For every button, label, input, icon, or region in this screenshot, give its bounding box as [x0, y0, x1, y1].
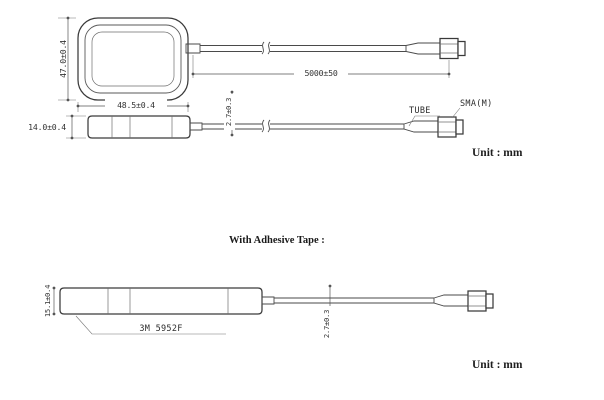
- dim-tick-right: [186, 104, 190, 108]
- cable-break-symbol: [262, 42, 270, 54]
- side-cable-break-symbol: [262, 120, 270, 132]
- cable-strain-relief: [186, 44, 200, 53]
- thk-tick-top: [70, 114, 74, 118]
- sma-collar: [457, 40, 466, 57]
- dim-thickness-adhesive-label: 15.1±0.4: [43, 285, 52, 317]
- adh-dia-label-bg: [322, 306, 333, 342]
- adh-sma-collar: [485, 293, 494, 309]
- unit-note-standard: Unit : mm: [472, 147, 523, 159]
- dim-thickness-label: 14.0±0.4: [28, 122, 66, 132]
- adh-cable-strain-relief: [262, 297, 274, 304]
- antenna-inner-outline: [84, 24, 182, 94]
- antenna-side-profile: [87, 115, 191, 139]
- adh-dia-tick-top: [328, 284, 332, 288]
- callout-tube: TUBE: [408, 106, 440, 127]
- top-view-cable-assembly: 5000±50: [186, 37, 466, 78]
- dim-height-label: 47.0±0.4: [58, 40, 68, 78]
- callout-adhesive-label: 3M 5952F: [139, 324, 182, 334]
- side-sma-male-connector: [437, 116, 464, 138]
- unit-note-adhesive: Unit : mm: [472, 359, 523, 371]
- len-tick-right: [447, 72, 451, 76]
- dim-width-label: 48.5±0.4: [117, 100, 155, 110]
- dim-tick-top: [66, 16, 70, 20]
- dia-label-bg: [224, 94, 235, 130]
- dia-tick-top: [230, 90, 234, 94]
- antenna-inner-face: [91, 31, 175, 87]
- side-sma-hex-body: [437, 116, 457, 138]
- callout-adhesive-tape: 3M 5952F: [75, 315, 226, 335]
- sma-male-connector: [439, 37, 466, 60]
- callout-sma-label: SMA(M): [460, 99, 493, 109]
- len-label-bg: [294, 66, 348, 78]
- adhesive-section-title: With Adhesive Tape :: [229, 235, 325, 246]
- side-view-cable-assembly: 2.7±0.3 TUBE SMA(M): [190, 90, 493, 138]
- dim-cable-diameter-label: 2.7±0.3: [224, 98, 233, 126]
- adhesive-cable-assembly: 2.7±0.3: [262, 284, 494, 342]
- heat-shrink-tube: [406, 43, 440, 54]
- dim-cable-diameter-adhesive-label: 2.7±0.3: [322, 310, 331, 338]
- sma-hex-body: [439, 37, 459, 60]
- dia-tick-bottom: [230, 133, 234, 137]
- antenna-side-profile-adhesive: [59, 287, 263, 315]
- callout-tube-label: TUBE: [409, 106, 431, 116]
- adh-thk-tick-bottom: [52, 312, 56, 316]
- adh-heat-shrink-tube: [434, 295, 468, 306]
- dim-tick-bottom: [66, 98, 70, 102]
- side-sma-collar: [455, 119, 464, 135]
- antenna-top-view: 47.0±0.4 48.5±0.4: [58, 16, 190, 112]
- adh-sma-male-connector: [467, 290, 494, 312]
- len-tick-left: [191, 72, 195, 76]
- adh-thk-tick-top: [52, 286, 56, 290]
- antenna-side-view-adhesive: 15.1±0.4: [43, 285, 263, 317]
- adhesive-version-group: With Adhesive Tape : 15.1±0.4 3M 5952F: [43, 235, 523, 371]
- side-heat-shrink-tube: [404, 121, 438, 132]
- adhesive-label-bg: [124, 320, 198, 333]
- dim-cable-length-label: 5000±50: [304, 68, 337, 78]
- side-cable-strain-relief: [190, 123, 202, 130]
- standard-version-group: 47.0±0.4 48.5±0.4: [28, 16, 523, 159]
- thk-tick-bottom: [70, 136, 74, 140]
- antenna-outer-shell: [77, 17, 189, 101]
- dim-width-label-bg: [105, 99, 167, 111]
- adh-sma-hex-body: [467, 290, 487, 312]
- callout-sma: SMA(M): [451, 99, 493, 119]
- antenna-side-view: 14.0±0.4: [28, 114, 191, 140]
- dim-tick-left: [76, 104, 80, 108]
